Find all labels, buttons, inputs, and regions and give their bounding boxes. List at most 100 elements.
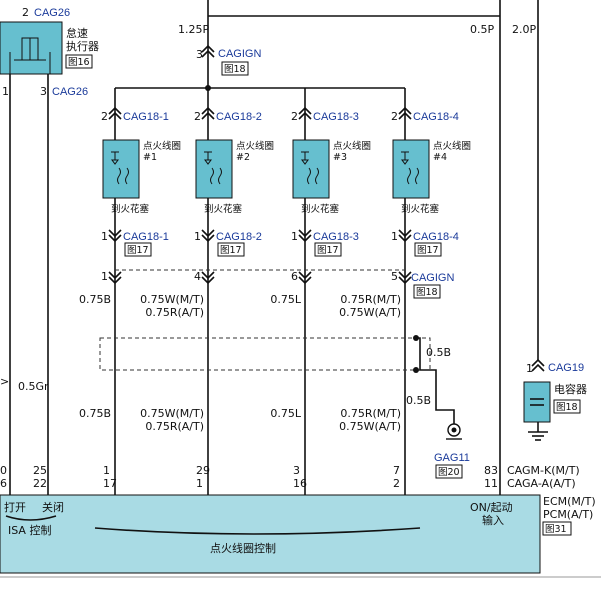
coil-3-bot-connector-icon (298, 229, 312, 243)
shield-box (99, 337, 431, 371)
caga-label: CAGA-A(A/T) (507, 477, 576, 490)
coil-4-mid-connector-icon (398, 271, 412, 285)
coil-3-name: 点火线圈 (333, 140, 371, 152)
wire-05gr: 0.5Gr (18, 380, 49, 393)
coil-1-bot-ref-box (124, 242, 152, 257)
actuator-ref: 图16 (68, 57, 90, 68)
coil-2-coil-body (195, 139, 233, 199)
coil-1-mid-pin: 1 (101, 270, 108, 283)
cag26-connector-label: CAG26 (34, 7, 70, 19)
coil-1-bot-ref: 图17 (127, 245, 149, 256)
coil-4-name: 点火线圈 (433, 140, 471, 152)
actuator-label-1: 怠速 (66, 26, 88, 40)
coil-3-ecm-pin-b: 16 (293, 477, 307, 490)
ecm-title-1: ECM(M/T) (543, 495, 596, 508)
cag19-label: CAG19 (548, 362, 584, 374)
coil-4-connector-icon (398, 106, 412, 120)
capacitor-label: 电容器 (554, 382, 587, 396)
coil-3-bot-ref-box (314, 242, 342, 257)
coil-2-ecm-pin-b: 1 (196, 477, 203, 490)
coil-1-name: 点火线圈 (143, 140, 181, 152)
isa-brace (5, 515, 57, 521)
cagm-label: CAGM-K(M/T) (507, 464, 580, 477)
ground-label: GAG11 (434, 452, 470, 464)
cagign-top-ref: 图18 (224, 64, 246, 75)
coil-2-connector-icon (201, 106, 215, 120)
coil-1-wire-2: 0.75B (79, 407, 111, 420)
shield-junction-bottom (413, 367, 419, 373)
coil-2-mid-pin: 4 (194, 270, 201, 283)
coil-4-ecm-pin-a: 7 (393, 464, 400, 477)
coil-2-name: 点火线圈 (236, 140, 274, 152)
coil-4-bot-ref-box (414, 242, 442, 257)
cagign-top-label: CAGIGN (218, 48, 261, 60)
coil-control-brace (94, 527, 421, 535)
cagign-top-connector-icon (201, 44, 215, 58)
coil-2-bot-pin: 1 (194, 230, 201, 243)
wire-size-main: 1.25P (178, 23, 209, 36)
cagign-mid-ref: 图18 (416, 287, 438, 298)
coil-3-coil-body (292, 139, 330, 199)
coil-4-num: #4 (433, 152, 447, 163)
coil-4-coil-symbol-icon (401, 151, 419, 185)
coil-2-bot-label: CAG18-2 (216, 231, 262, 243)
pin-0: 0 (0, 464, 7, 477)
coil-2-conn-pin: 2 (194, 110, 201, 123)
coil-1-num: #1 (143, 152, 157, 163)
coil-1-coil-symbol-icon (111, 151, 129, 185)
coil-4-coil-body (392, 139, 430, 199)
coil-3-num: #3 (333, 152, 347, 163)
coil-3-conn-label: CAG18-3 (313, 111, 359, 123)
pin-25: 25 (33, 464, 47, 477)
cag19-connector-icon (531, 358, 545, 372)
coil-4-wire-1b: 0.75W(A/T) (339, 306, 401, 319)
actuator-label-2: 执行器 (66, 39, 99, 53)
cagign-mid-ref-box (413, 284, 441, 299)
pin-6: 6 (0, 477, 7, 490)
cagign-top-pin: 3 (196, 48, 203, 61)
shield-wire-label: 0.5B (426, 346, 451, 359)
wire-20p: 2.0P (512, 23, 536, 36)
left-edge-mark: > (0, 375, 9, 388)
coil-4-plug-label: 到火花塞 (401, 203, 440, 215)
coil-3-mid-pin: 6 (291, 270, 298, 283)
coil-1-connector-icon (108, 106, 122, 120)
coil-4-mid-pin: 5 (391, 270, 398, 283)
coil-2-bot-ref-box (217, 242, 245, 257)
coil-2-wire-2b: 0.75R(A/T) (145, 420, 204, 433)
coil-3-wire-1: 0.75L (270, 293, 301, 306)
capacitor (523, 381, 551, 423)
coil-3-bot-label: CAG18-3 (313, 231, 359, 243)
coil-1-conn-label: CAG18-1 (123, 111, 169, 123)
ground-ref-box (435, 464, 463, 479)
coil-1-ecm-pin-a: 1 (103, 464, 110, 477)
coil-2-bot-connector-icon (201, 229, 215, 243)
coil-3-plug-label: 到火花塞 (301, 203, 340, 215)
coil-4-wire-1: 0.75R(M/T) (340, 293, 401, 306)
coil-2-bot-ref: 图17 (220, 245, 242, 256)
capacitor-ref: 图18 (556, 402, 578, 413)
coil-2-ecm-pin-a: 29 (196, 464, 210, 477)
coil-1-bot-connector-icon (108, 229, 122, 243)
ecm-ref-box (542, 521, 572, 536)
actuator-symbol-icon (9, 37, 51, 74)
wire-05p: 0.5P (470, 23, 494, 36)
cag19-pin: 1 (526, 362, 533, 375)
coil-4-conn-label: CAG18-4 (413, 111, 459, 123)
input-label: 输入 (482, 513, 504, 527)
coil-1-plug-label: 到火花塞 (111, 203, 150, 215)
coil-2-conn-label: CAG18-2 (216, 111, 262, 123)
coil-4-ecm-pin-b: 2 (393, 477, 400, 490)
coil-2-wire-1: 0.75W(M/T) (140, 293, 204, 306)
isa-control: ISA 控制 (8, 523, 51, 537)
coil-3-ecm-pin-a: 3 (293, 464, 300, 477)
pin-83: 83 (484, 464, 498, 477)
ecm-title-2: PCM(A/T) (543, 508, 593, 521)
coil-2-wire-1b: 0.75R(A/T) (145, 306, 204, 319)
coil-4-wire-2: 0.75R(M/T) (340, 407, 401, 420)
coil-3-connector-icon (298, 106, 312, 120)
coil-3-wire-2: 0.75L (270, 407, 301, 420)
ground-ref: 图20 (438, 467, 460, 478)
